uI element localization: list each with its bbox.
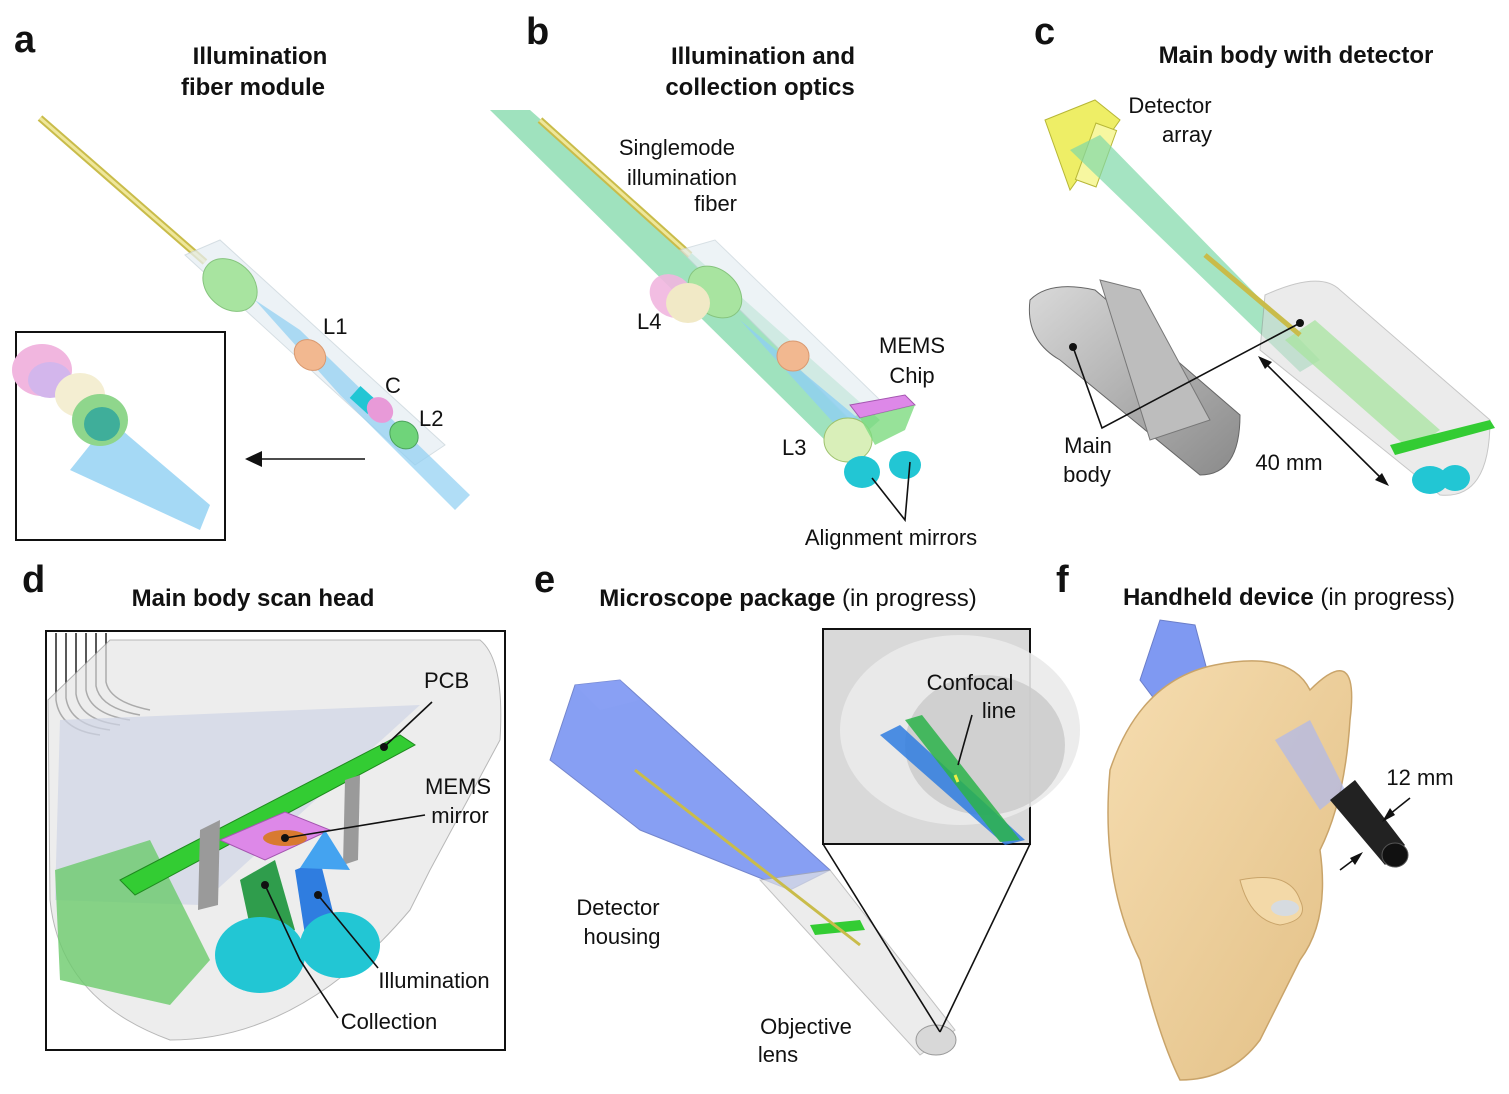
label-confocal-1: Confocal bbox=[927, 670, 1014, 695]
alignment-leader-lines bbox=[871, 461, 911, 523]
label-fiber-3: fiber bbox=[694, 191, 737, 216]
panel-a: a Illumination fiber module L1 C L2 bbox=[12, 19, 470, 541]
label-mems-mirror-2: mirror bbox=[431, 803, 488, 828]
panel-a-title-line1: Illumination bbox=[193, 43, 328, 70]
inset-e-connector-1 bbox=[822, 843, 941, 1033]
label-objective-2: lens bbox=[758, 1042, 798, 1067]
panel-d: d Main body scan head PCB MEM bbox=[22, 559, 506, 1051]
label-collection: Collection bbox=[341, 1009, 438, 1034]
label-detector-2: array bbox=[1162, 122, 1212, 147]
panel-b-title-line2: collection optics bbox=[665, 74, 854, 101]
lens-l4 bbox=[666, 283, 710, 323]
label-detector-1: Detector bbox=[1128, 93, 1211, 118]
pcb-c bbox=[1390, 420, 1495, 455]
confocal-line-mark bbox=[953, 774, 960, 783]
device-tip bbox=[1330, 780, 1405, 865]
thumbnail bbox=[1271, 900, 1299, 916]
label-pcb: PCB bbox=[424, 668, 469, 693]
label-detector-housing-2: housing bbox=[583, 924, 660, 949]
lens-l2 bbox=[389, 420, 419, 450]
panel-a-letter: a bbox=[14, 19, 36, 61]
panel-f-title: Handheld device (in progress) bbox=[1123, 584, 1455, 611]
label-40mm: 40 mm bbox=[1255, 450, 1322, 475]
panel-d-letter: d bbox=[22, 559, 45, 601]
panel-b: b Illumination and collection optics Sin… bbox=[490, 11, 977, 550]
label-illumination: Illumination bbox=[378, 968, 489, 993]
inset-e-connector-2 bbox=[939, 843, 1031, 1033]
mirror-cyan-1 bbox=[215, 917, 305, 993]
label-mems-2: Chip bbox=[889, 363, 934, 388]
label-mems-1: MEMS bbox=[879, 333, 945, 358]
inset-collection-beam bbox=[905, 715, 1020, 842]
objective-tube bbox=[758, 869, 956, 1056]
label-l1: L1 bbox=[323, 314, 347, 339]
detector-housing-body bbox=[549, 679, 831, 891]
panel-b-title-line1: Illumination and bbox=[671, 43, 855, 70]
hand bbox=[1107, 660, 1353, 1081]
label-12mm: 12 mm bbox=[1386, 765, 1453, 790]
panel-b-letter: b bbox=[526, 11, 549, 53]
main-body-leader-lines bbox=[1072, 322, 1301, 430]
label-alignment-mirrors: Alignment mirrors bbox=[805, 525, 977, 550]
lens-l1 bbox=[293, 339, 327, 371]
label-confocal-2: line bbox=[982, 698, 1016, 723]
label-mems-mirror-1: MEMS bbox=[425, 774, 491, 799]
collection-beam-c bbox=[1070, 135, 1320, 372]
label-fiber-1: Singlemode bbox=[619, 135, 735, 160]
label-l2: L2 bbox=[419, 406, 443, 431]
objective-lens bbox=[915, 1024, 957, 1056]
panel-d-title: Main body scan head bbox=[132, 585, 375, 612]
panel-e: e Microscope package (in progress) Confo… bbox=[534, 559, 1080, 1067]
label-objective-1: Objective bbox=[760, 1014, 852, 1039]
inset-arrow-head bbox=[245, 451, 262, 467]
panel-f-title-normal: (in progress) bbox=[1314, 584, 1455, 611]
panel-f: f Handheld device (in progress) 12 mm bbox=[1056, 559, 1455, 1081]
panel-c-title: Main body with detector bbox=[1159, 42, 1434, 69]
label-l4: L4 bbox=[637, 309, 661, 334]
panel-f-letter: f bbox=[1056, 559, 1069, 601]
label-fiber-2: illumination bbox=[627, 165, 737, 190]
panel-e-title: Microscope package (in progress) bbox=[599, 585, 976, 612]
dimension-40mm bbox=[1261, 359, 1386, 483]
panel-e-title-bold: Microscope package bbox=[599, 585, 835, 612]
panel-f-title-bold: Handheld device bbox=[1123, 584, 1314, 611]
label-l3: L3 bbox=[782, 435, 806, 460]
panel-e-title-normal: (in progress) bbox=[835, 585, 976, 612]
panel-c-letter: c bbox=[1034, 11, 1055, 53]
panel-c: c Main body with detector Detector array… bbox=[1028, 11, 1495, 496]
pcb-board bbox=[119, 734, 416, 896]
alignment-mirror-1 bbox=[844, 456, 880, 488]
lens-green-a bbox=[202, 258, 258, 312]
label-detector-housing-1: Detector bbox=[576, 895, 659, 920]
inset-lens-stack bbox=[12, 344, 210, 530]
label-main-1: Main bbox=[1064, 433, 1112, 458]
lens-pink-a bbox=[366, 397, 394, 423]
label-main-2: body bbox=[1063, 462, 1111, 487]
label-c: C bbox=[385, 373, 401, 398]
panel-e-letter: e bbox=[534, 559, 555, 601]
panel-a-title-line2: fiber module bbox=[181, 74, 325, 101]
alignment-mirror-2 bbox=[889, 451, 921, 479]
mirror-cyan-2 bbox=[300, 912, 380, 978]
